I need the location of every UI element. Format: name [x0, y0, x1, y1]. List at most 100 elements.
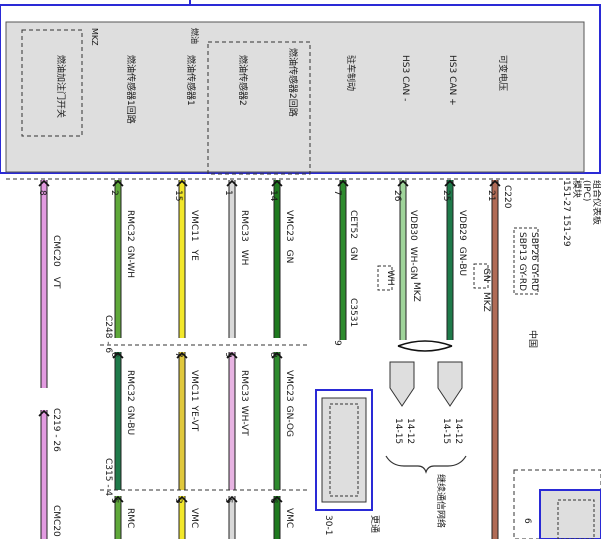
module-outer-frame: [0, 4, 601, 174]
label-fuel-sender-1-return: 燃油传感器1回路: [125, 55, 137, 124]
ground-ref-right-a: 14-12: [453, 418, 463, 444]
lower-circuit-2: RMC32GN-BU: [125, 370, 135, 435]
label-park-brake: 驻车制动: [345, 55, 357, 91]
pin-w8: 25: [441, 190, 451, 201]
circuit-w5: VMC23GN: [284, 210, 294, 263]
bottom-pin-3: 5: [223, 498, 233, 504]
pin-w2: 2: [109, 190, 119, 196]
cluster-title-3: 模块: [571, 180, 583, 198]
pin9-label: 9: [332, 340, 342, 346]
c219-label: C219 - 26: [51, 408, 61, 452]
sbp-line-2: SBP13 GY-RD: [517, 232, 527, 291]
gn-left-label: GN: [481, 268, 491, 282]
terminal-w1: [38, 409, 50, 417]
pin-w6: 7: [332, 190, 342, 196]
ground-ref-right-b: 14-15: [441, 418, 451, 444]
cluster-title-4: 151-27 151-29: [561, 180, 571, 247]
terminal-w7: [397, 179, 409, 187]
terminal-w9: [489, 179, 501, 187]
circuit-w8: VDB29GN-BU: [457, 210, 467, 276]
label-fuel-sender-1: 燃油传感器1: [185, 55, 197, 106]
terminal-w6: [337, 179, 349, 187]
pin-w9: 21: [486, 190, 496, 201]
lower-circuit-3: VMC11YE-VT: [189, 370, 199, 432]
bottom-pin-1: 5: [109, 498, 119, 504]
bottom-pin-4: 6: [268, 498, 278, 504]
brace-label: 继续通信网络: [435, 474, 447, 528]
mkz-label: MKZ: [90, 28, 99, 46]
lower-circuit-4: RMC33WH-VT: [239, 370, 249, 436]
wh-right-label: MKZ: [411, 282, 421, 302]
lower-pin-5: 8: [268, 352, 278, 358]
gn-right-label: MKZ: [481, 292, 491, 312]
label-hs3-can-plus: HS3 CAN +: [447, 55, 457, 106]
terminal-w2: [112, 179, 124, 187]
terminal-w4: [226, 179, 238, 187]
circuit-w3: VMC11YE: [189, 210, 199, 261]
park-brake-switch-frame: [315, 389, 373, 511]
terminal-w5: [271, 495, 283, 503]
circuit-w9: C220: [502, 185, 512, 209]
c315-label: C315 - 4: [103, 458, 113, 496]
terminal-w5: [271, 179, 283, 187]
terminal-w2: [112, 495, 124, 503]
bottom-circuit-2: VMC: [189, 508, 199, 528]
lower-right-module-dashed: [557, 499, 595, 539]
pin-w7: 26: [392, 190, 402, 202]
circuit-w6: CET52GN: [348, 210, 358, 261]
gn-box: [473, 263, 489, 289]
circuit-w2: RMC32GN-WH: [125, 210, 135, 278]
terminal-w4: [226, 351, 238, 359]
circuit-w4: RMC33WH: [239, 210, 249, 265]
gas-label: 燃油: [190, 28, 200, 44]
circuit-w7: VDB30WH-GN: [408, 210, 418, 280]
cross-ref-page: 30-1: [323, 515, 333, 535]
lower-pin-3: 7: [173, 352, 183, 358]
sbp-dashed-box: [513, 227, 539, 295]
ground-ref-left-a: 14-12: [405, 418, 415, 444]
lower-right-pin: 6: [522, 518, 532, 524]
terminal-w3: [176, 351, 188, 359]
terminal-w4: [226, 495, 238, 503]
circuit-w1: CMC20VT: [51, 235, 61, 289]
sbp-line-1: SBP26 GY-RD: [529, 232, 539, 291]
wires-group: [38, 179, 501, 539]
terminal-w3: [176, 179, 188, 187]
ground-ref-left-b: 14-15: [393, 418, 403, 444]
label-fuel-sender-2: 燃油传感器2: [237, 55, 249, 106]
terminal-w1: [38, 179, 50, 187]
bottom-circuit-3: VMC: [284, 508, 294, 528]
lower-right-module-frame: [513, 469, 601, 539]
label-fuel-door-switch: 燃油加注门开关: [55, 55, 67, 118]
wh-left-label: WH: [385, 270, 395, 286]
bottom-circuit-4: CMC20: [51, 505, 61, 537]
fuel-sender-2-box: [207, 41, 311, 175]
bottom-pin-2: 3: [173, 498, 183, 504]
pin-w5: 14: [268, 190, 278, 202]
twist-mark: [397, 340, 453, 352]
brace: [385, 455, 467, 474]
label-hs3-can-minus: HS3 CAN -: [400, 55, 410, 101]
pin-w4: 1: [223, 190, 233, 196]
module-body: [5, 21, 585, 173]
lower-circuit-5: VMC23GN-OG: [284, 370, 294, 437]
lower-pin-4: 9: [223, 352, 233, 358]
shield-symbol-right: [437, 361, 463, 407]
cluster-title-2: (IPC): [581, 180, 591, 201]
terminal-w3: [176, 495, 188, 503]
cross-ref-desc: 更通: [369, 515, 380, 533]
pin-w1: 8: [37, 190, 47, 196]
terminal-w8: [444, 179, 456, 187]
c3531-label: C3531: [348, 298, 358, 327]
terminal-w5: [271, 351, 283, 359]
lower-right-module-body: [539, 489, 601, 539]
shield-symbol-left: [389, 361, 415, 407]
lower-pin-2: 6: [109, 352, 119, 358]
wh-box: [377, 265, 393, 291]
terminal-w2: [112, 351, 124, 359]
c248-label: C248 - 6: [103, 315, 113, 353]
park-brake-switch-body: [321, 397, 367, 503]
mkz-dashed-box: [21, 29, 83, 137]
